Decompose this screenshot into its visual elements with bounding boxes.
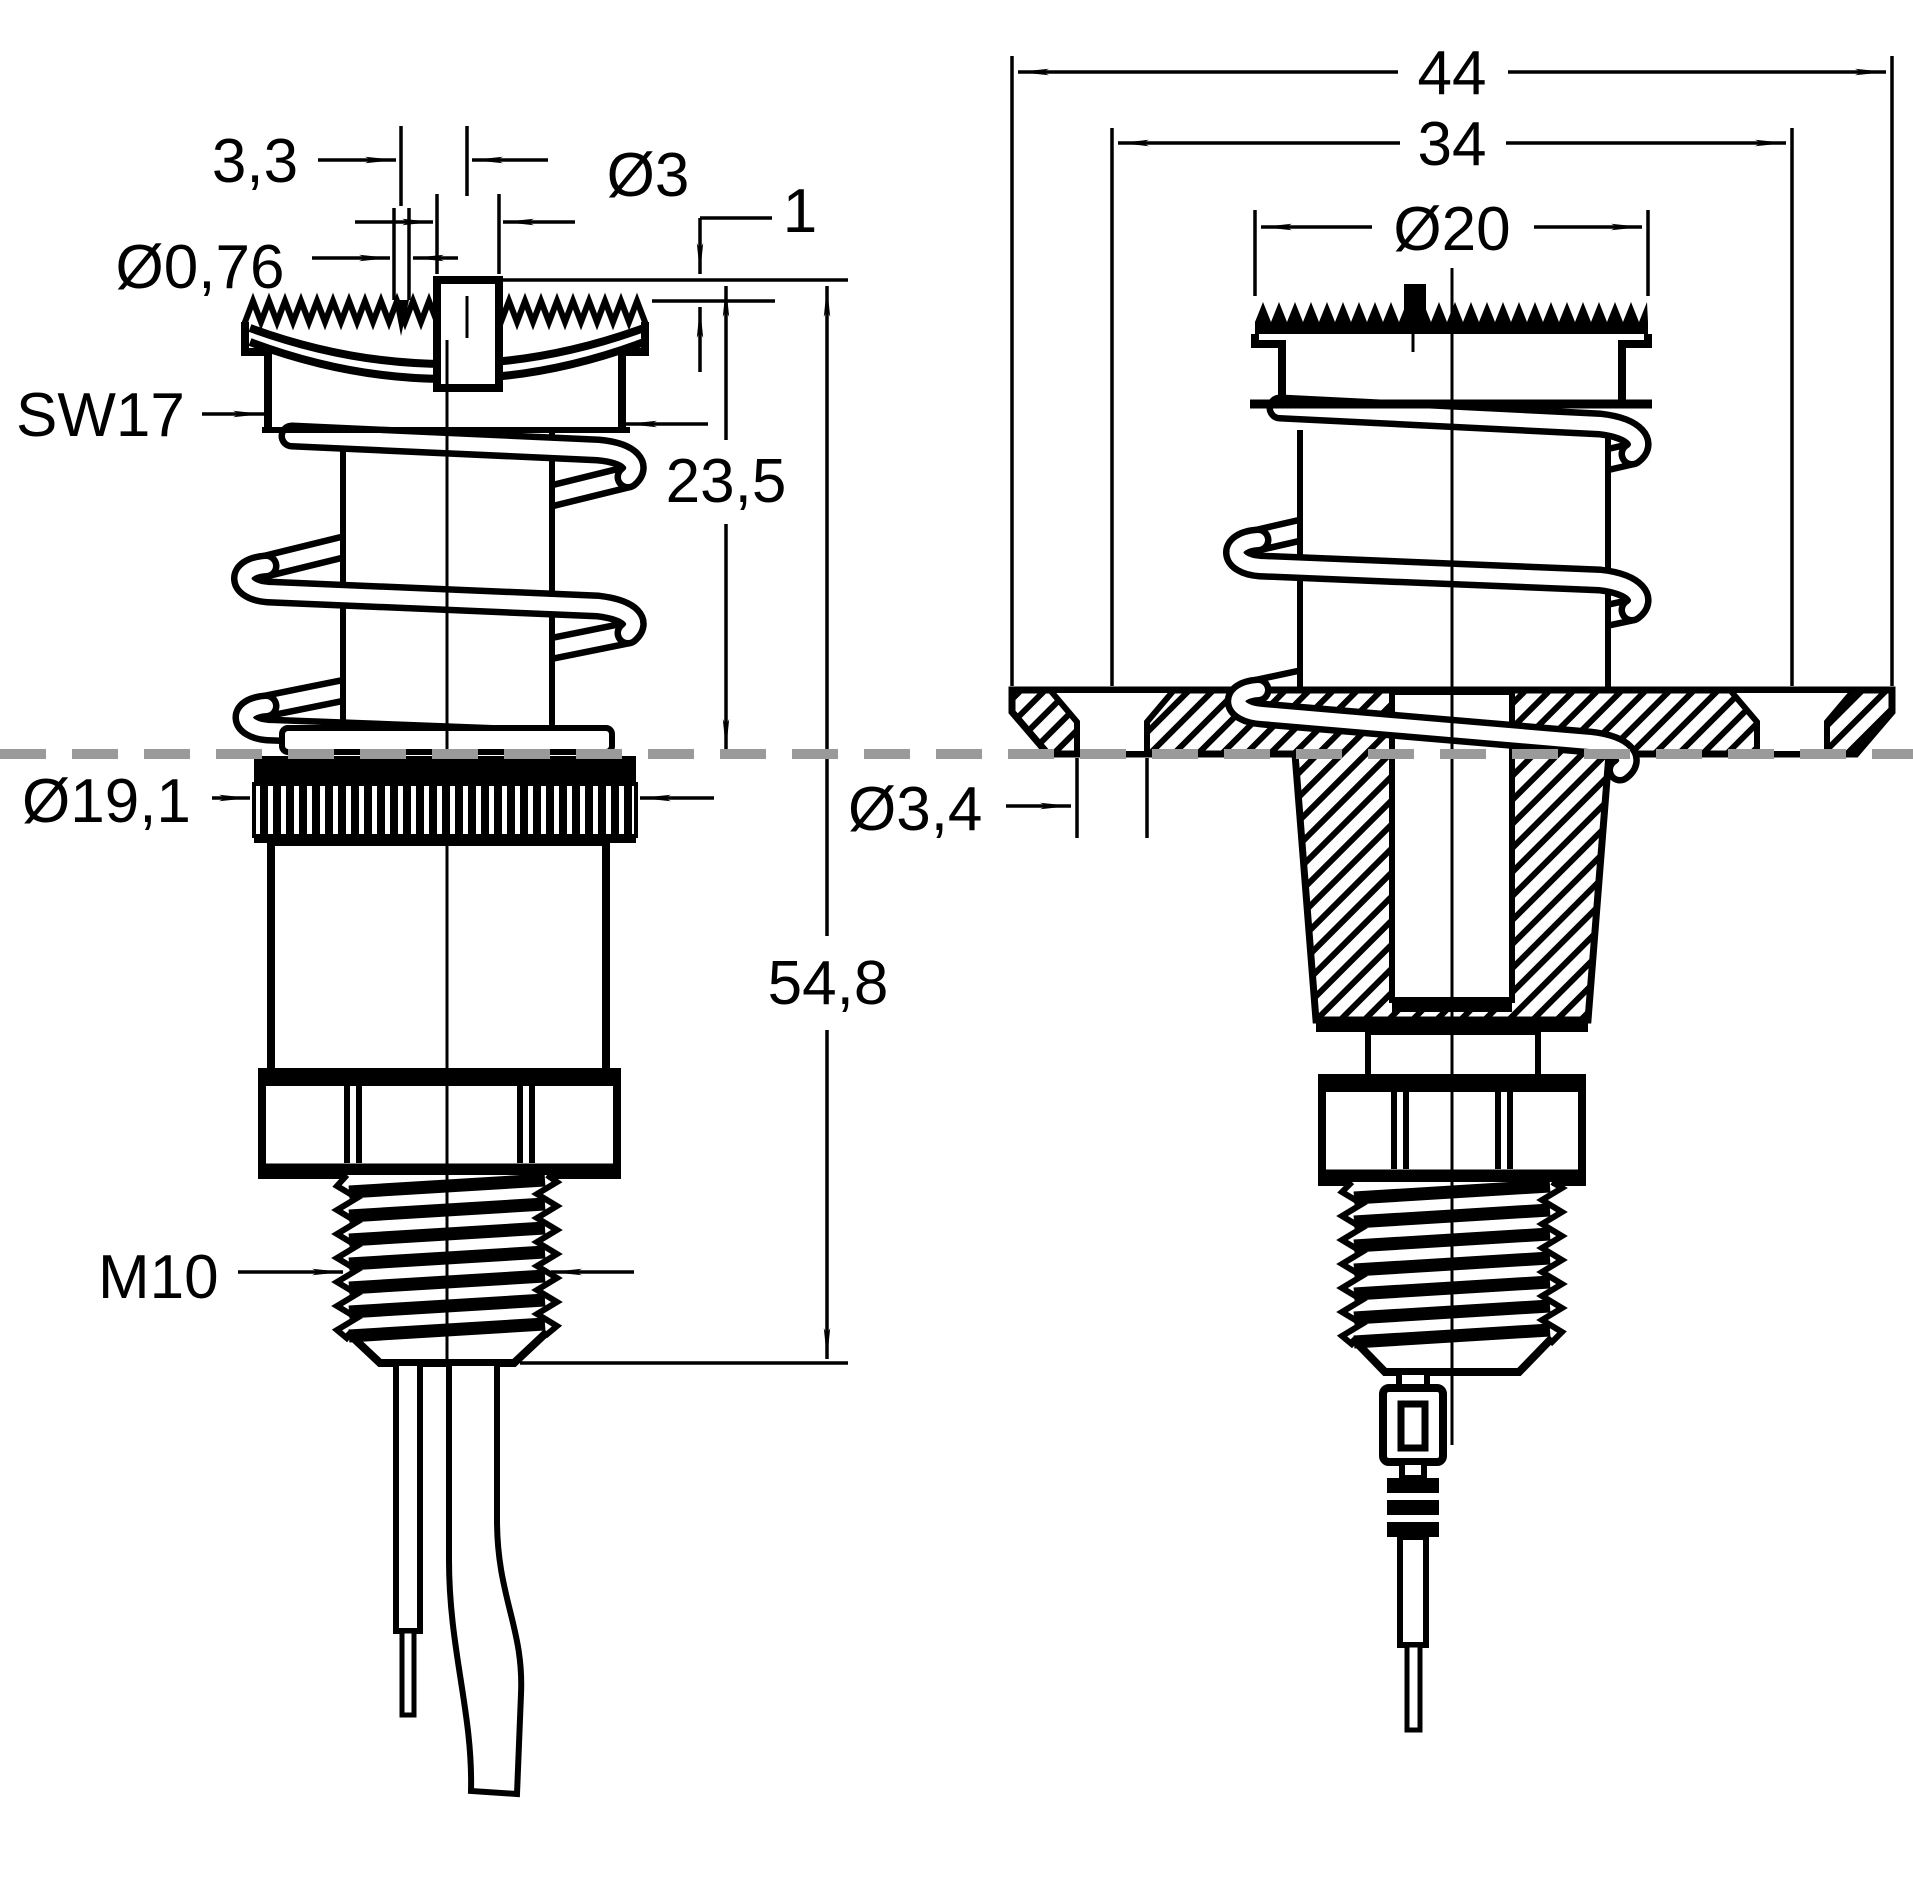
wire-pin-tip [394,300,409,336]
left-view: 3,3 Ø3 Ø0,76 1 SW17 23,5 54,8 Ø19,1 [16,126,888,1798]
dim-mount-hole-diameter: Ø3,4 [848,775,982,844]
right-dimensions: 44 34 Ø20 Ø3,4 [848,39,1886,844]
dim-cap-protrusion: 1 [783,177,817,246]
dim-hole-spacing: 34 [1418,110,1487,179]
mount-hole-left [1043,687,1181,757]
right-crimp-pin [1379,1369,1447,1733]
left-body [267,838,610,1076]
left-spring-front [231,422,647,755]
cap-skirt-right [618,322,649,430]
left-knurl-ring [252,756,638,843]
pin-nub [1404,284,1426,322]
dim-flange-width: 44 [1418,39,1487,108]
dim-height-above-panel: 23,5 [666,447,787,516]
left-extension-lines [399,126,848,1365]
dim-total-length: 54,8 [768,949,889,1018]
pin-tip [1404,1642,1423,1733]
pin-rod [1397,1534,1429,1648]
cap-skirt-left [241,322,272,430]
dim-wire-diameter: Ø0,76 [116,233,285,302]
cap-skirt-left [1251,334,1286,402]
straight-pin-tip [399,1628,417,1718]
left-dimensions: 3,3 Ø3 Ø0,76 1 SW17 23,5 54,8 Ø19,1 [16,127,888,1359]
dim-cap-diameter: Ø20 [1393,195,1510,264]
dim-pin-diameter: Ø3 [607,141,690,210]
right-spring-bottom-coil [1224,676,1640,784]
dim-knurl-diameter: Ø19,1 [22,767,191,836]
right-view: 44 34 Ø20 Ø3,4 [848,39,1896,1733]
right-spring-front [1223,394,1652,624]
dim-pin-spacing: 3,3 [212,127,298,196]
right-extension-lines [1010,56,1894,838]
dim-wrench-size: SW17 [16,381,185,450]
bent-wire [446,1360,525,1798]
cap-skirt-right [1618,334,1652,402]
straight-pin [393,1360,423,1634]
crimp-window [1397,1400,1429,1452]
left-wires [393,1360,525,1798]
left-hex-nut [258,1068,621,1179]
dim-thread: M10 [98,1243,219,1312]
